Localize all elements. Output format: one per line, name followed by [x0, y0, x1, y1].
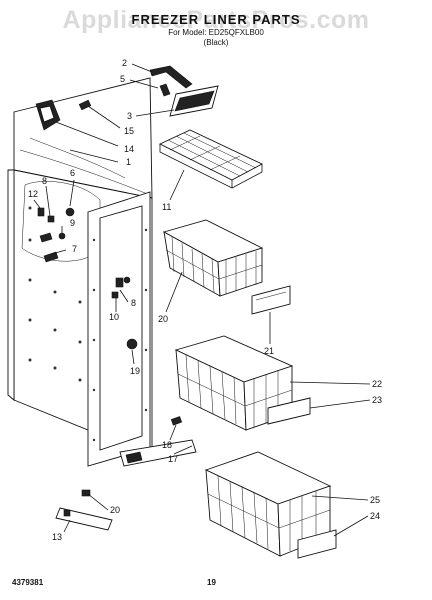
part-11-wire-shelf [158, 129, 264, 189]
callout-25: 25 [370, 495, 380, 505]
callout-18: 18 [162, 440, 172, 450]
callout-24-upper: 23 [372, 395, 382, 405]
part-24-trim-upper [267, 397, 311, 425]
callout-7: 7 [72, 244, 77, 254]
callout-19: 19 [130, 366, 140, 376]
part-3-shelf-front [169, 85, 219, 117]
callout-12: 12 [28, 189, 38, 199]
callout-21: 20 [158, 314, 168, 324]
part-22-basket-front [251, 285, 291, 315]
part-24-trim-lower [297, 529, 337, 559]
part-15-screw [78, 99, 92, 111]
leader-lines [33, 63, 371, 537]
callout-20: 20 [110, 505, 120, 515]
callout-2: 2 [122, 58, 127, 68]
callout-9: 9 [70, 218, 75, 228]
callout-11: 11 [162, 202, 171, 212]
model-subtitle: For Model: ED25QFXLB00 [168, 28, 264, 37]
page-title: FREEZER LINER PARTS [131, 12, 301, 27]
document-number: 4379381 [12, 578, 44, 587]
control-small-parts [37, 207, 75, 263]
callout-24-lower: 24 [370, 511, 380, 521]
callout-10: 10 [109, 312, 119, 322]
parts-8-10-hinge [111, 276, 131, 299]
callout-23: 22 [372, 379, 382, 389]
callout-5: 5 [120, 74, 125, 84]
watermark: AppliancePartsPros.com [62, 6, 370, 34]
part-2-bracket [149, 65, 193, 97]
part-21-basket [162, 219, 264, 297]
callout-22: 21 [264, 346, 274, 356]
page-number: 19 [207, 578, 216, 587]
callout-8-upper: 8 [42, 176, 47, 186]
callout-6: 6 [70, 168, 75, 178]
callout-17: 17 [168, 454, 178, 464]
color-subtitle: (Black) [203, 38, 229, 47]
liner-flange [87, 191, 151, 467]
part-18-screw [170, 416, 183, 426]
callout-labels: 2 5 3 15 14 1 11 6 12 8 9 7 8 10 19 20 2… [28, 58, 382, 542]
callout-15: 15 [124, 126, 134, 136]
part-17-rail [119, 439, 197, 467]
callout-1: 1 [126, 157, 131, 167]
part-14-bracket [35, 99, 61, 131]
callout-14: 14 [124, 144, 134, 154]
part-19-cap [126, 338, 138, 350]
part-20-screw [81, 489, 91, 497]
callout-3: 3 [127, 111, 132, 121]
part-13-bracket [55, 507, 113, 531]
callout-8-lower: 8 [131, 298, 136, 308]
callout-13: 13 [52, 532, 62, 542]
